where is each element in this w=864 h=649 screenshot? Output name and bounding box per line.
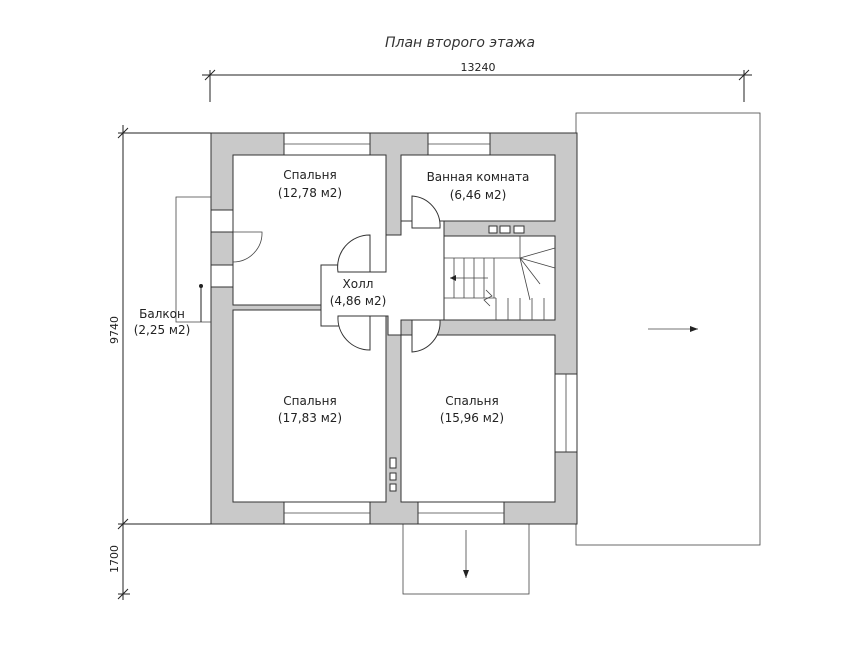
vent-shafts: [389, 457, 397, 492]
dimension-height: 9740: [108, 316, 121, 344]
bedroom-3-area: (15,96 м2): [440, 411, 504, 425]
left-dimension: 9740 1700: [108, 125, 212, 600]
bathroom-fixtures: [488, 225, 525, 234]
dimension-porch: 1700: [108, 545, 121, 573]
bathroom-name: Ванная комната: [427, 170, 530, 184]
hall-name: Холл: [343, 277, 374, 291]
bedroom-1-area: (12,78 м2): [278, 186, 342, 200]
bedroom-2-name: Спальня: [283, 394, 336, 408]
top-dimension: 13240: [202, 61, 752, 102]
roof-outline: [575, 112, 761, 546]
balcony-area: (2,25 м2): [134, 323, 191, 337]
hall-area: (4,86 м2): [330, 294, 387, 308]
bathroom-area: (6,46 м2): [450, 188, 507, 202]
balcony: [175, 196, 263, 323]
bedroom-3-name: Спальня: [445, 394, 498, 408]
bedroom-2-area: (17,83 м2): [278, 411, 342, 425]
room-bedroom-3: [400, 334, 556, 503]
plan-title: План второго этажа: [385, 35, 535, 51]
doors: [337, 195, 441, 353]
windows: [210, 132, 578, 525]
balcony-name: Балкон: [139, 307, 185, 321]
dimension-width: 13240: [461, 61, 496, 74]
staircase: [443, 235, 556, 321]
porch-outline: [402, 523, 530, 595]
bedroom-1-name: Спальня: [283, 168, 336, 182]
